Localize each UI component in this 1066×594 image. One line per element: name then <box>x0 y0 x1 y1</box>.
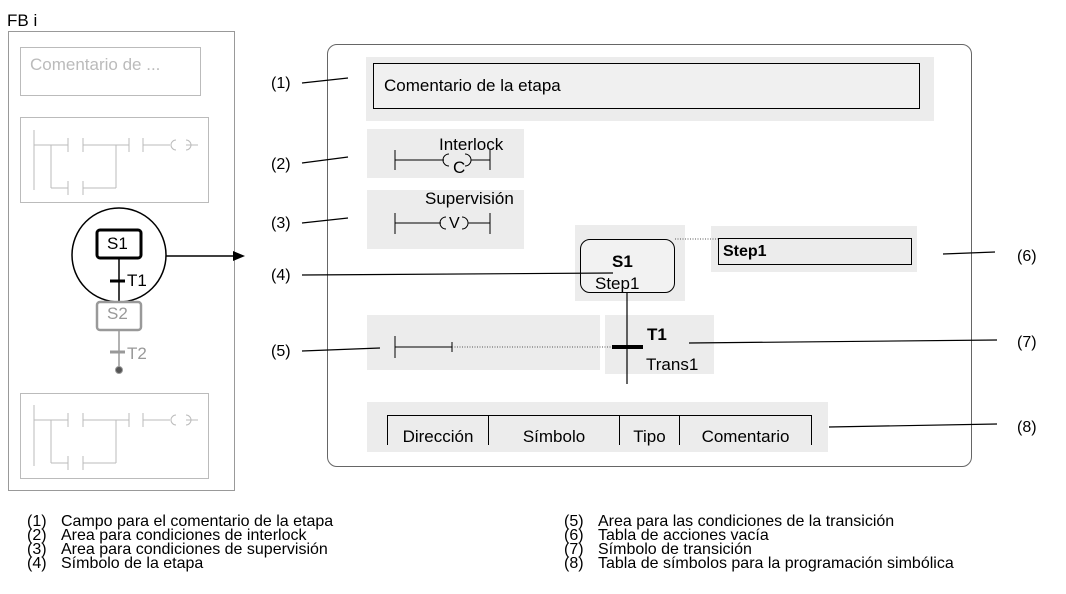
step-number: S1 <box>612 252 633 271</box>
symbol-table-area <box>367 402 828 452</box>
step-symbol[interactable] <box>580 239 675 293</box>
left-panel <box>8 31 235 491</box>
interlock-rung <box>394 150 491 170</box>
transition-number: T1 <box>647 325 667 344</box>
transition-rung <box>394 336 612 358</box>
step-comment-text: Comentario de la etapa <box>384 76 561 95</box>
legend-item: (4)Símbolo de la etapa <box>27 555 204 572</box>
step-name: Step1 <box>595 274 640 293</box>
left-step-s2-label: S2 <box>107 304 128 323</box>
callout-3: (3) <box>271 215 291 232</box>
left-comment-box <box>20 47 201 96</box>
interlock-label: Interlock <box>439 135 504 154</box>
transition-area-bg <box>605 315 714 374</box>
left-step-s1-box <box>95 228 143 260</box>
legend-item: (3)Area para condiciones de supervisión <box>27 541 328 558</box>
left-step-s2-box <box>95 300 143 332</box>
transition-name: Trans1 <box>646 355 699 374</box>
left-network-bottom-ladder <box>33 405 198 470</box>
legend-item: (2)Area para condiciones de interlock <box>27 527 307 544</box>
legend-right: (5)Area para las condiciones de la trans… <box>564 513 954 572</box>
callout-2: (2) <box>271 156 291 173</box>
zoom-arrow-icon <box>233 251 245 261</box>
interlock-coil-symbol: C <box>453 158 466 177</box>
action-table-field[interactable] <box>718 238 912 265</box>
legend-item: (5)Area para las condiciones de la trans… <box>564 513 895 530</box>
panel-title: FB i <box>7 11 38 30</box>
left-network-box-bottom <box>20 393 209 479</box>
supervision-label: Supervisión <box>425 189 514 208</box>
legend-item: (7)Símbolo de transición <box>564 541 752 558</box>
callout-4: (4) <box>271 267 291 284</box>
left-network-box-top <box>20 117 209 203</box>
step-comment-field[interactable] <box>373 63 920 109</box>
left-network-top-ladder <box>33 130 198 195</box>
left-transition-t2-label: T2 <box>127 344 147 363</box>
callout-7: (7) <box>1017 334 1037 351</box>
callout-5: (5) <box>271 343 291 360</box>
left-comment-placeholder: Comentario de ... <box>30 55 161 74</box>
legend-item: (1)Campo para el comentario de la etapa <box>27 513 334 530</box>
legend-item: (8)Tabla de símbolos para la programació… <box>564 555 954 572</box>
supervision-rung <box>394 213 491 234</box>
detail-panel <box>327 44 972 467</box>
transition-condition-area[interactable] <box>367 315 600 370</box>
symbol-table-header-type[interactable]: Tipo <box>620 416 680 445</box>
callout-leaders <box>301 77 998 428</box>
action-table-value: Step1 <box>723 243 767 260</box>
callout-8: (8) <box>1017 419 1037 436</box>
interlock-area[interactable] <box>367 129 524 178</box>
symbol-table-header-address[interactable]: Dirección <box>388 416 489 445</box>
supervision-coil-symbol: V <box>449 215 460 232</box>
callout-6: (6) <box>1017 248 1037 265</box>
symbol-table: Dirección Símbolo Tipo Comentario <box>387 415 812 445</box>
left-transition-t1-label: T1 <box>127 271 147 290</box>
symbol-table-header-symbol[interactable]: Símbolo <box>489 416 620 445</box>
legend-left: (1)Campo para el comentario de la etapa … <box>27 513 334 572</box>
legend-item: (6)Tabla de acciones vacía <box>564 527 769 544</box>
supervision-area[interactable] <box>367 190 524 249</box>
left-end-dot-icon <box>115 366 123 374</box>
left-step-s1-label: S1 <box>107 234 128 253</box>
symbol-table-header-comment[interactable]: Comentario <box>701 427 790 446</box>
callout-1: (1) <box>271 75 291 92</box>
